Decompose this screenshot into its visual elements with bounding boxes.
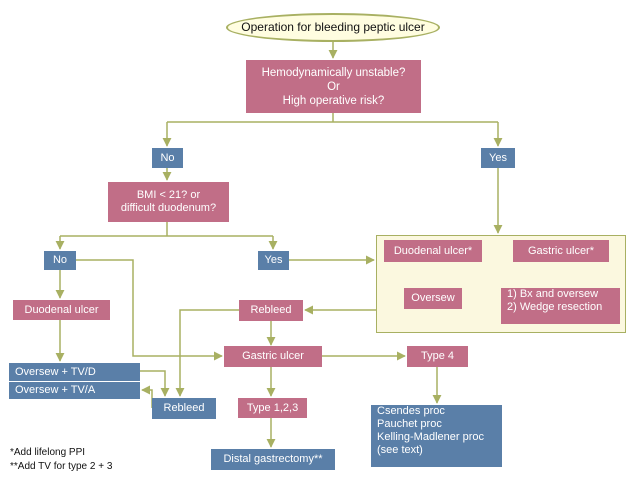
gastric-option-1: 1) Bx and oversew bbox=[507, 288, 599, 300]
start-node: Operation for bleeding peptic ulcer bbox=[226, 13, 440, 42]
gastric-ulcer-label: Gastric ulcer bbox=[242, 350, 304, 362]
no-node-1: No bbox=[152, 148, 183, 168]
oversew-label: Oversew bbox=[411, 292, 455, 304]
rebleed-top-node: Rebleed bbox=[239, 300, 303, 321]
proc-pauchet: Pauchet proc bbox=[377, 418, 442, 430]
proc-see-text: (see text) bbox=[377, 444, 423, 456]
duodenal-ulcer-label: Duodenal ulcer bbox=[24, 303, 99, 316]
duodenal-ulcer-node: Duodenal ulcer bbox=[13, 300, 110, 320]
decision-hemodynamic-line2: Or bbox=[327, 80, 340, 93]
oversew-tva-label: Oversew + TV/A bbox=[15, 384, 96, 396]
type123-label: Type 1,2,3 bbox=[246, 401, 299, 414]
rebleed-top-label: Rebleed bbox=[250, 304, 292, 316]
gastric-ulcer-star-label: Gastric ulcer* bbox=[527, 244, 595, 257]
type123-node: Type 1,2,3 bbox=[238, 398, 307, 418]
duodenal-ulcer-star: Duodenal ulcer* bbox=[384, 240, 482, 262]
oversew-node: Oversew bbox=[404, 288, 462, 309]
edge-rebleed-rebleed bbox=[175, 309, 239, 397]
duodenal-ulcer-star-label: Duodenal ulcer* bbox=[393, 244, 473, 257]
proc-kelling-madlener: Kelling-Madlener proc bbox=[377, 431, 484, 443]
gastric-ulcer-node: Gastric ulcer bbox=[224, 346, 322, 367]
edge-rebleed-tva bbox=[141, 385, 153, 408]
edge-no2-gastric bbox=[76, 259, 223, 361]
edge-tvd-rebleed bbox=[140, 370, 170, 397]
decision-hemodynamic-line1: Hemodynamically unstable? bbox=[261, 66, 406, 79]
no-label-2: No bbox=[52, 254, 68, 266]
distal-gastrectomy-label: Distal gastrectomy** bbox=[223, 453, 323, 465]
yes-label-1: Yes bbox=[489, 151, 507, 164]
no-label-1: No bbox=[160, 151, 175, 164]
gastric-option-2: 2) Wedge resection bbox=[507, 301, 603, 313]
decision-hemodynamic: Hemodynamically unstable? Or High operat… bbox=[246, 60, 421, 113]
decision-bmi: BMI < 21? or difficult duodenum? bbox=[108, 182, 229, 222]
footnote-ppi: *Add lifelong PPI bbox=[10, 447, 86, 458]
oversew-tvd-node: Oversew + TV/D bbox=[9, 363, 140, 381]
type4-node: Type 4 bbox=[407, 346, 468, 367]
decision-bmi-line2: difficult duodenum? bbox=[120, 202, 217, 214]
proc-csendes: Csendes proc bbox=[377, 405, 445, 417]
gastric-ulcer-star: Gastric ulcer* bbox=[513, 240, 609, 262]
oversew-tva-node: Oversew + TV/A bbox=[9, 381, 140, 399]
footnote-tv: **Add TV for type 2 + 3 bbox=[10, 461, 113, 472]
decision-hemodynamic-line3: High operative risk? bbox=[282, 94, 385, 107]
rebleed-bottom-node: Rebleed bbox=[152, 398, 216, 419]
gastric-options-node: 1) Bx and oversew 2) Wedge resection bbox=[501, 288, 620, 324]
yes-node-1: Yes bbox=[481, 148, 515, 168]
yes-node-2: Yes bbox=[258, 251, 289, 270]
yes-label-2: Yes bbox=[264, 254, 283, 266]
rebleed-bottom-label: Rebleed bbox=[163, 402, 205, 414]
no-node-2: No bbox=[44, 251, 76, 270]
type4-procs-node: Csendes proc Pauchet proc Kelling-Madlen… bbox=[371, 405, 502, 467]
decision-bmi-line1: BMI < 21? or bbox=[136, 189, 201, 201]
type4-label: Type 4 bbox=[420, 350, 455, 362]
oversew-tvd-label: Oversew + TV/D bbox=[15, 365, 96, 378]
start-label: Operation for bleeding peptic ulcer bbox=[241, 20, 425, 34]
distal-gastrectomy-node: Distal gastrectomy** bbox=[211, 449, 335, 470]
